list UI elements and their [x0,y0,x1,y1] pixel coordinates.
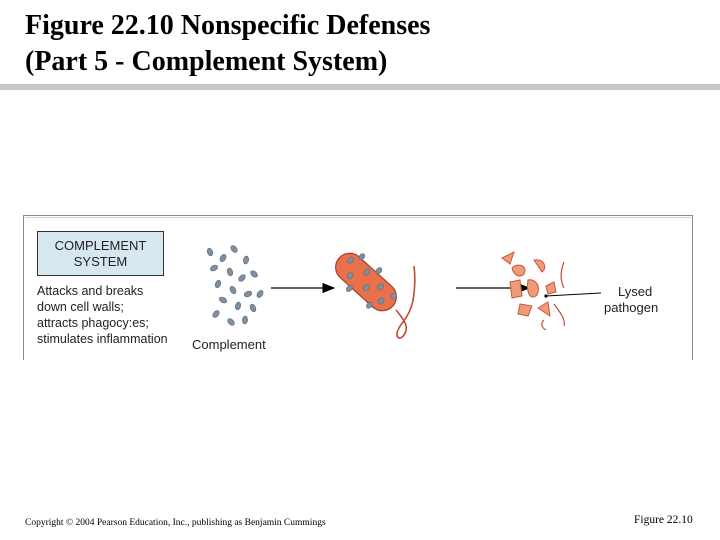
complement-figure: COMPLEMENT SYSTEM Attacks and breaks dow… [23,215,693,360]
title-line-2: (Part 5 - Complement System) [25,46,388,77]
lysed-label-line-2: pathogen [604,300,658,315]
bacterium-icon [335,252,416,339]
title-divider [0,84,720,90]
description-line-2: down cell walls; [37,300,124,314]
complement-system-box: COMPLEMENT SYSTEM [37,231,164,276]
complement-description: Attacks and breaks down cell walls; attr… [37,283,197,347]
description-line-1: Attacks and breaks [37,284,144,298]
box-label-line-2: SYSTEM [73,254,128,269]
lysed-pathogen-icon [501,251,557,318]
title-line-1: Figure 22.10 Nonspecific Defenses [25,10,431,41]
complement-molecules-icon [206,245,264,326]
figure-number: Figure 22.10 [634,514,693,526]
complement-label: Complement [192,337,266,352]
slide-title: Figure 22.10 Nonspecific Defenses (Part … [25,8,705,80]
description-line-3: attracts phagocy:es; [37,316,149,330]
complement-diagram: Complement [192,245,658,352]
lysed-fragment-strands-icon [541,261,565,331]
lysed-pointer-line [545,292,602,297]
box-label-line-1: COMPLEMENT [54,238,147,253]
copyright-notice: Copyright © 2004 Pearson Education, Inc.… [25,518,326,528]
lysed-label-line-1: Lysed [618,284,652,299]
description-line-4: stimulates inflammation [37,332,168,346]
